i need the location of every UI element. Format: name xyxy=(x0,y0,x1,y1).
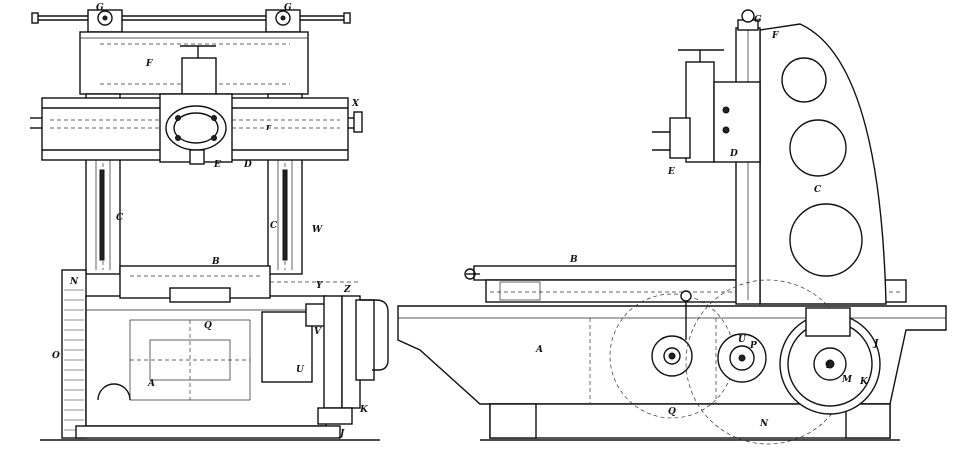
top-gear-left xyxy=(87,9,123,33)
label-side-D: D xyxy=(729,149,738,159)
label-G-left: G xyxy=(96,3,104,13)
top-gear-right xyxy=(265,9,301,33)
front-labels: G G F X r E D C C W B N O Q A Y Z V U J … xyxy=(52,3,369,439)
side-toolhead xyxy=(652,49,761,163)
label-side-J: J xyxy=(872,339,879,349)
label-side-Q: Q xyxy=(668,407,676,417)
label-side-P: P xyxy=(749,341,757,351)
label-side-A: A xyxy=(535,345,543,355)
label-side-F: F xyxy=(771,31,779,41)
side-housing xyxy=(759,23,887,305)
label-F: F xyxy=(145,59,153,69)
label-J: J xyxy=(338,429,345,439)
label-B: B xyxy=(211,257,220,267)
side-gears xyxy=(609,279,881,445)
side-elevation-view: G F E D C B A Q N J K L M P U xyxy=(397,9,947,445)
label-r: r xyxy=(266,123,272,133)
label-side-U: U xyxy=(738,335,747,345)
label-N: N xyxy=(69,277,79,287)
label-G-right: G xyxy=(284,3,292,13)
label-side-L: L xyxy=(825,361,832,371)
top-crosshead xyxy=(79,31,309,95)
label-K: K xyxy=(359,405,369,415)
label-side-K: K xyxy=(859,377,869,387)
side-labels: G F E D C B A Q N J K L M P U xyxy=(535,15,879,429)
label-A: A xyxy=(147,379,155,389)
label-C-left: C xyxy=(116,213,124,223)
top-rod xyxy=(31,12,351,24)
label-X: X xyxy=(351,99,360,109)
label-side-N: N xyxy=(759,419,769,429)
flywheel-N xyxy=(61,269,87,439)
label-side-G: G xyxy=(754,15,762,25)
label-E: E xyxy=(213,160,221,170)
label-U: U xyxy=(296,365,305,375)
label-Y: Y xyxy=(316,281,324,291)
label-C-right: C xyxy=(270,221,278,231)
label-side-E: E xyxy=(667,167,675,177)
label-D: D xyxy=(243,160,252,170)
side-column xyxy=(735,9,761,305)
drive-pulleys xyxy=(261,281,389,425)
label-W: W xyxy=(312,225,323,235)
label-Z: Z xyxy=(343,285,351,295)
label-side-B: B xyxy=(569,255,578,265)
cross-rail xyxy=(30,93,363,165)
label-side-M: M xyxy=(841,375,853,385)
label-Q: Q xyxy=(204,321,212,331)
label-side-C: C xyxy=(814,185,822,195)
front-elevation-view: G G F X r E D C C W B N O Q A Y Z V U J … xyxy=(30,3,389,441)
label-O: O xyxy=(52,351,60,361)
label-V: V xyxy=(314,327,322,337)
